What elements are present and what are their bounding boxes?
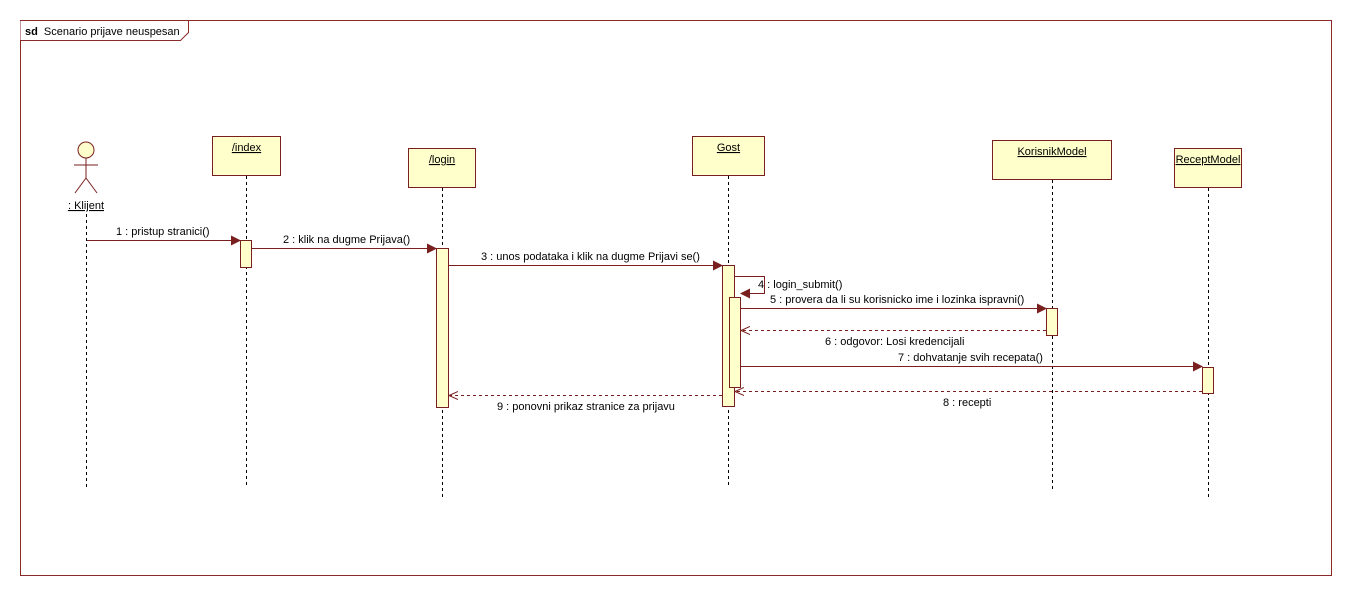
activation-korisnik — [1046, 308, 1058, 336]
actor-head — [77, 141, 95, 159]
actor-klijent[interactable]: : Klijent — [68, 141, 104, 212]
frame-title: sd Scenario prijave neuspesan — [25, 26, 180, 38]
frame-title-text: Scenario prijave neuspesan — [44, 26, 180, 38]
lifeline-name-gost: Gost — [717, 142, 740, 154]
message-4-arrow[interactable] — [735, 276, 765, 299]
actor-label: : Klijent — [68, 200, 104, 212]
frame-tab — [20, 20, 189, 41]
activation-gost-nested — [729, 297, 741, 388]
message-8-label: 8 : recepti — [943, 397, 991, 409]
activation-recept — [1202, 367, 1214, 394]
message-6-label: 6 : odgovor: Losi kredencijali — [825, 336, 964, 348]
lifeline-head-index[interactable]: /index — [212, 136, 281, 176]
frame-keyword: sd — [25, 26, 38, 38]
activation-login — [436, 248, 449, 408]
message-7-label: 7 : dohvatanje svih recepata() — [898, 352, 1043, 364]
diagram-frame — [20, 20, 1332, 576]
message-9-label: 9 : ponovni prikaz stranice za prijavu — [497, 401, 675, 413]
lifeline-head-korisnik[interactable]: KorisnikModel — [992, 140, 1112, 180]
lifeline-head-gost[interactable]: Gost — [692, 136, 765, 176]
message-2-label: 2 : klik na dugme Prijava() — [283, 234, 410, 246]
lifeline-name-korisnik: KorisnikModel — [1017, 146, 1086, 158]
lifeline-head-login[interactable]: /login — [408, 148, 476, 188]
lifeline-name-recept: ReceptModel — [1176, 154, 1241, 166]
message-3-label: 3 : unos podataka i klik na dugme Prijav… — [481, 251, 700, 263]
lifeline-name-index: /index — [232, 142, 262, 154]
lifeline-head-recept[interactable]: ReceptModel — [1174, 148, 1242, 188]
message-4-label: 4 : login_submit() — [758, 279, 842, 291]
activation-index — [240, 240, 252, 268]
lifeline-name-login: /login — [429, 154, 455, 166]
message-1-label: 1 : pristup stranici() — [116, 226, 210, 238]
message-5-label: 5 : provera da li su korisnicko ime i lo… — [770, 294, 1024, 306]
